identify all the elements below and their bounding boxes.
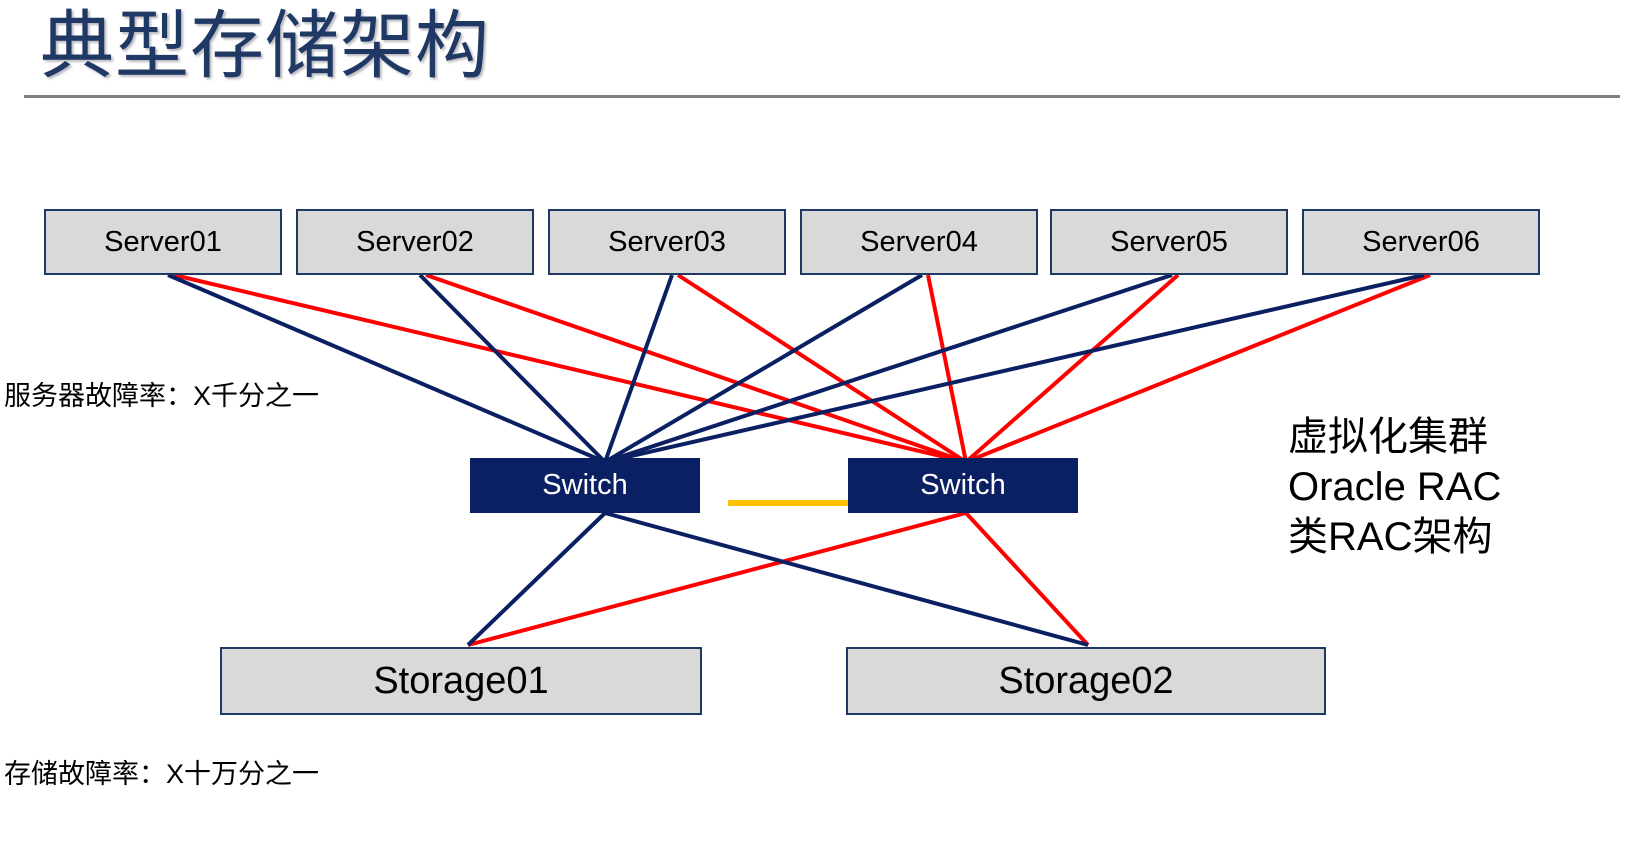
node-label: Switch xyxy=(542,469,628,501)
node-storage-01[interactable]: Storage01 xyxy=(220,647,702,715)
cluster-note-line-2: Oracle RAC xyxy=(1288,465,1502,509)
cluster-note-line-1: 虚拟化集群 xyxy=(1288,415,1488,459)
node-label: Storage01 xyxy=(373,659,549,702)
cluster-note-line-3: 类RAC架构 xyxy=(1288,515,1493,559)
node-switch-02[interactable]: Switch xyxy=(848,458,1078,513)
node-label: Server02 xyxy=(356,225,474,258)
link-switch2-to-storage2 xyxy=(964,511,1090,647)
link-switch2-to-storage1 xyxy=(467,511,967,647)
page-title: 典型存储架构 xyxy=(40,4,490,87)
node-server-02[interactable]: Server02 xyxy=(296,209,534,275)
link-server3-to-switch2 xyxy=(676,273,968,464)
link-server4-to-switch2 xyxy=(926,274,968,463)
node-server-05[interactable]: Server05 xyxy=(1050,209,1288,275)
node-label: Switch xyxy=(920,469,1006,501)
title-divider xyxy=(24,95,1620,98)
link-switch1-to-storage2 xyxy=(604,511,1089,647)
node-storage-02[interactable]: Storage02 xyxy=(846,647,1326,715)
link-server3-to-switch1 xyxy=(603,274,674,463)
link-server5-to-switch2 xyxy=(964,273,1180,464)
node-server-06[interactable]: Server06 xyxy=(1302,209,1540,275)
link-server2-to-switch2 xyxy=(425,273,967,464)
node-label: Server06 xyxy=(1362,225,1480,258)
node-server-04[interactable]: Server04 xyxy=(800,209,1038,275)
link-server1-to-switch2 xyxy=(173,273,967,464)
node-label: Server01 xyxy=(104,225,222,258)
link-server2-to-switch1 xyxy=(418,273,607,464)
node-label: Server05 xyxy=(1110,225,1228,258)
link-switch1-to-storage1 xyxy=(466,511,607,647)
link-server5-to-switch1 xyxy=(604,273,1173,464)
node-server-03[interactable]: Server03 xyxy=(548,209,786,275)
node-server-01[interactable]: Server01 xyxy=(44,209,282,275)
node-label: Server04 xyxy=(860,225,978,258)
link-server6-to-switch2 xyxy=(965,273,1431,464)
cluster-note: 虚拟化集群 Oracle RAC 类RAC架构 xyxy=(1288,412,1501,562)
link-server6-to-switch1 xyxy=(604,273,1425,464)
storage-failure-rate-label: 存储故障率：X十万分之一 xyxy=(4,759,320,789)
node-label: Storage02 xyxy=(998,659,1174,702)
link-server1-to-switch1 xyxy=(167,273,606,464)
server-failure-rate-label: 服务器故障率：X千分之一 xyxy=(4,381,320,411)
node-switch-01[interactable]: Switch xyxy=(470,458,700,513)
node-label: Server03 xyxy=(608,225,726,258)
link-server4-to-switch1 xyxy=(603,273,924,464)
